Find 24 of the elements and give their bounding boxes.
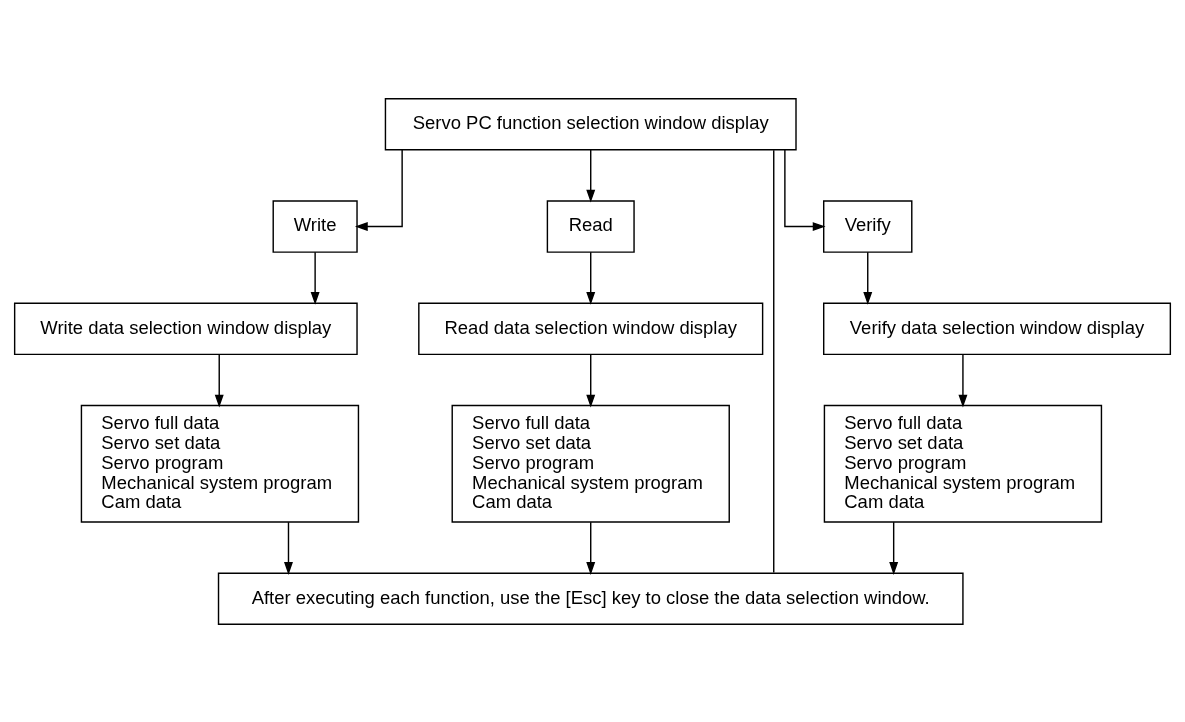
node-box: Write [272, 199, 358, 253]
node-box: Read data selection window display [418, 302, 764, 355]
arrow [310, 251, 320, 305]
arrow [586, 251, 596, 305]
node-box: Verify data selection window display [823, 302, 1172, 355]
arrow [284, 521, 293, 575]
connector [773, 149, 775, 573]
arrow [863, 251, 873, 305]
node-box: Servo full data Servo set data Servo program Mechanical system program Cam data [80, 404, 360, 523]
arrow [784, 148, 826, 231]
arrow [889, 521, 899, 575]
arrow [586, 148, 596, 203]
node-box: Write data selection window display [13, 302, 358, 355]
arrow [354, 148, 403, 231]
node-box: Servo full data Servo set data Servo program Mechanical system program Cam data [451, 404, 730, 523]
node-box: Verify [823, 199, 913, 253]
arrow [214, 353, 224, 408]
arrow [586, 521, 596, 575]
arrow [586, 353, 596, 408]
node-box: Read [546, 199, 635, 253]
node-box: Servo PC function selection window display [384, 97, 797, 151]
node-box: After executing each function, use the [Esc] key to close the data selection window. [217, 571, 964, 625]
arrow [958, 353, 968, 408]
node-box: Servo full data Servo set data Servo program Mechanical system program Cam data [823, 404, 1103, 523]
